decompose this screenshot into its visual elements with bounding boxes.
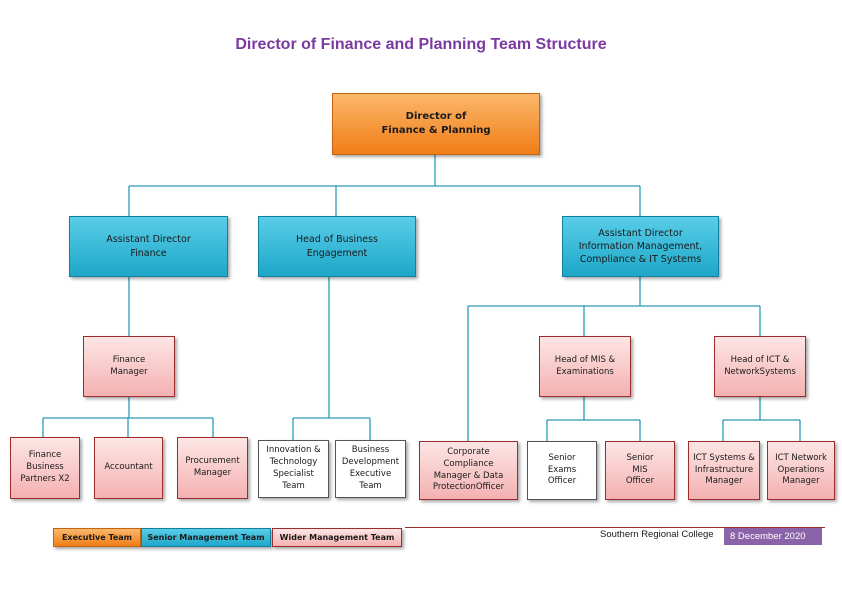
senior-exams-officer-box: Senior Exams Officer <box>527 441 597 500</box>
finance-manager-box: Finance Manager <box>83 336 175 397</box>
connector-head-business <box>292 277 371 440</box>
legend-wider-management-team: Wider Management Team <box>272 528 402 547</box>
senior-mis-officer-box: Senior MIS Officer <box>605 441 675 500</box>
legend-senior-management-team: Senior Management Team <box>141 528 271 547</box>
college-name: Southern Regional College <box>600 529 714 540</box>
connector-head-mis <box>546 397 641 441</box>
connector-head-ict <box>722 397 801 441</box>
connector-director <box>128 155 641 216</box>
innovation-technology-team-box: Innovation & Technology Specialist Team <box>258 440 329 498</box>
procurement-manager-box: Procurement Manager <box>177 437 248 499</box>
footer-date: 8 December 2020 <box>724 528 822 545</box>
legend-executive-team: Executive Team <box>53 528 141 547</box>
footer-rule <box>405 527 825 528</box>
head-ict-box: Head of ICT & NetworkSystems <box>714 336 806 397</box>
ict-network-manager-box: ICT Network Operations Manager <box>767 441 835 500</box>
head-business-engagement-box: Head of Business Engagement <box>258 216 416 277</box>
ict-systems-manager-box: ICT Systems & Infrastructure Manager <box>688 441 760 500</box>
director-box: Director of Finance & Planning <box>332 93 540 155</box>
head-mis-box: Head of MIS & Examinations <box>539 336 631 397</box>
business-development-team-box: Business Development Executive Team <box>335 440 406 498</box>
ad-finance-box: Assistant Director Finance <box>69 216 228 277</box>
corporate-compliance-box: Corporate Compliance Manager & Data Prot… <box>419 441 518 500</box>
page-title: Director of Finance and Planning Team St… <box>235 36 607 53</box>
finance-business-partners-box: Finance Business Partners X2 <box>10 437 80 499</box>
ad-information-management-box: Assistant Director Information Managemen… <box>562 216 719 277</box>
connector-ad-info <box>467 277 761 441</box>
connector-finance-manager <box>42 397 214 437</box>
accountant-box: Accountant <box>94 437 163 499</box>
